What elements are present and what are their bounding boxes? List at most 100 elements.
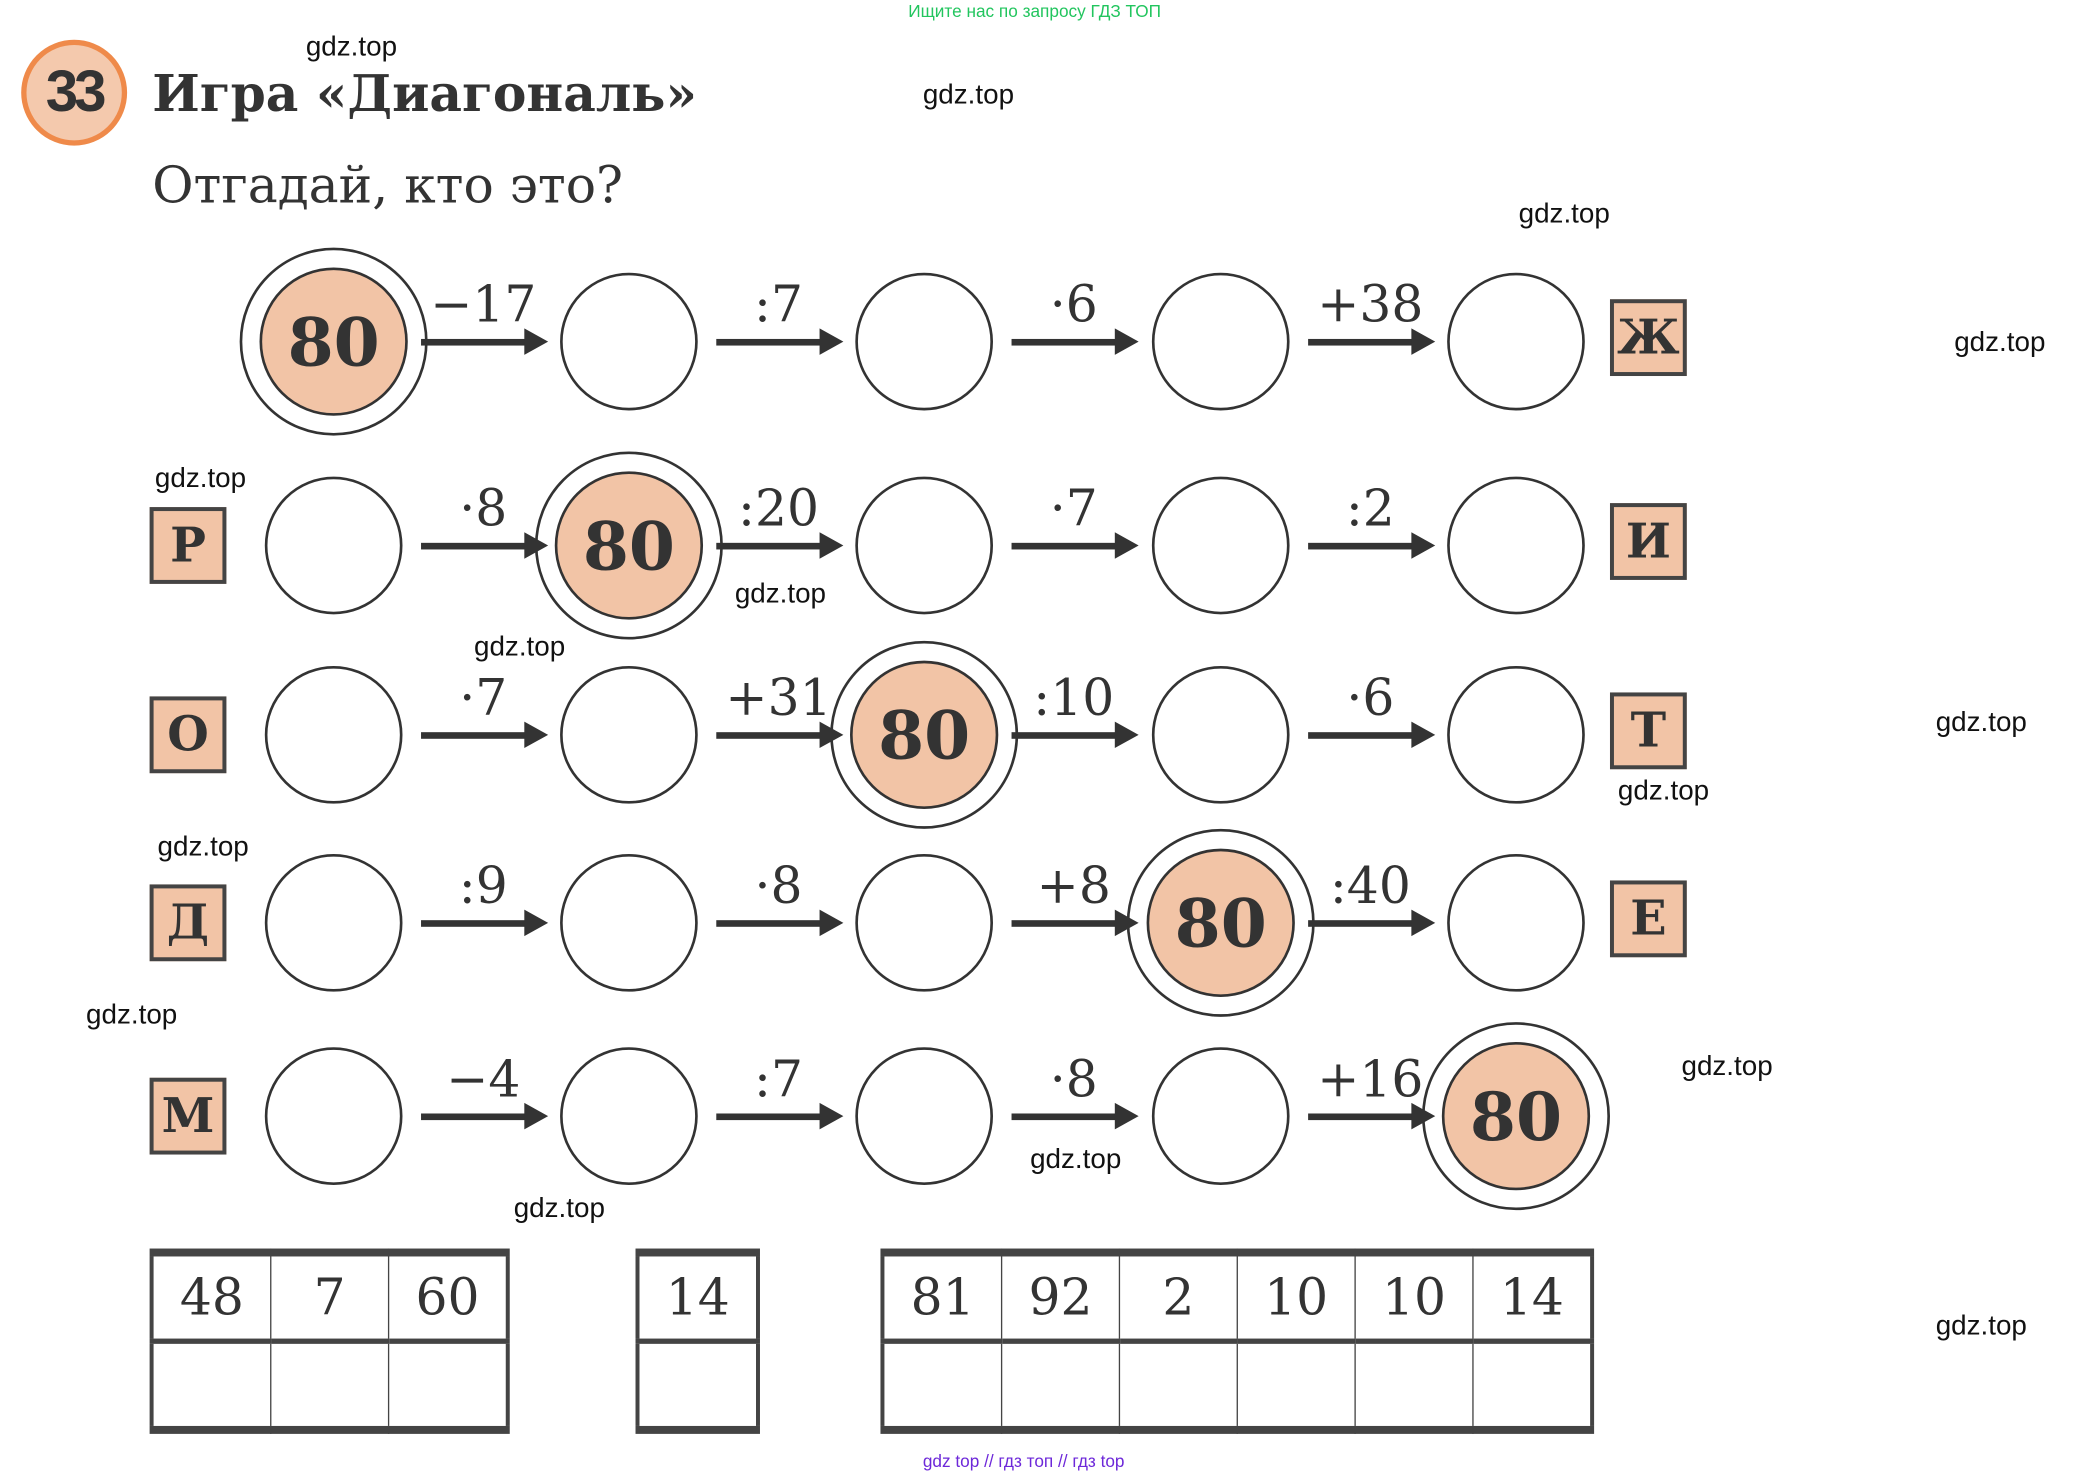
watermark-text: gdz.top (157, 831, 249, 862)
answer-circle[interactable] (1151, 272, 1290, 411)
arrow-head-icon (524, 328, 549, 355)
answer-table-letters-row (150, 1340, 509, 1431)
operation-label: ·7 (459, 668, 508, 727)
letter-box-right: Т (1609, 692, 1687, 770)
arrow-head-icon (1411, 532, 1436, 559)
answer-letter-cell[interactable] (1000, 1340, 1121, 1431)
answer-circle[interactable] (1447, 272, 1585, 411)
answer-value-cell: 10 (1236, 1251, 1356, 1344)
answer-circle[interactable] (560, 853, 698, 992)
answer-value-cell: 92 (1000, 1251, 1121, 1344)
start-circle: 80 (1441, 1041, 1591, 1191)
operation-arrow: :7 (706, 1050, 852, 1156)
arrow-shaft (421, 732, 527, 739)
operation-label: :7 (754, 275, 803, 334)
answer-circle[interactable] (1151, 1047, 1290, 1185)
arrow-head-icon (819, 1102, 844, 1130)
answer-circle[interactable] (560, 1047, 698, 1185)
answer-circle[interactable] (1447, 476, 1585, 615)
letter-box-left: М (149, 1077, 227, 1155)
start-circle: 80 (850, 660, 999, 809)
arrow-head-icon (819, 328, 844, 355)
operation-arrow: ·8 (410, 479, 556, 585)
answer-letter-cell[interactable] (1472, 1340, 1593, 1431)
operation-label: ·8 (1049, 1049, 1098, 1109)
answer-letter-cell[interactable] (636, 1340, 759, 1431)
answer-circle[interactable] (855, 272, 993, 411)
operation-label: :9 (458, 856, 508, 915)
arrow-head-icon (1114, 721, 1139, 749)
answer-letter-cell[interactable] (1354, 1340, 1474, 1431)
operation-arrow: :20 (706, 479, 852, 585)
answer-circle[interactable] (855, 476, 993, 615)
answer-circle[interactable] (1447, 665, 1585, 804)
operation-arrow: :9 (410, 857, 556, 963)
answer-circle[interactable] (264, 476, 403, 615)
answer-circle[interactable] (560, 272, 698, 411)
operation-label: −17 (430, 275, 537, 334)
watermark-text: gdz.top (1954, 327, 2046, 358)
operation-arrow: ·6 (1001, 275, 1147, 381)
answer-circle[interactable] (264, 853, 403, 992)
answer-table-letters-row (881, 1340, 1593, 1431)
operation-label: :40 (1329, 856, 1411, 915)
answer-value-cell: 10 (1354, 1251, 1474, 1344)
watermark-text: gdz.top (154, 463, 247, 494)
arrow-shaft (716, 1113, 823, 1121)
operation-label: +16 (1317, 1049, 1424, 1109)
operation-arrow: +31 (706, 669, 852, 775)
operation-arrow: ·6 (1298, 669, 1444, 775)
operation-label: +38 (1317, 275, 1424, 334)
operation-arrow: :7 (706, 275, 852, 381)
answer-value-cell: 48 (150, 1251, 272, 1344)
answer-letter-cell[interactable] (150, 1340, 272, 1431)
arrow-head-icon (524, 532, 549, 559)
letter-box-right: Ж (1609, 299, 1687, 377)
operation-arrow: ·8 (706, 857, 852, 963)
answer-letter-cell[interactable] (881, 1340, 1003, 1431)
answer-letter-cell[interactable] (1118, 1340, 1238, 1431)
answer-table-letters-row (636, 1340, 759, 1431)
operation-label: ·6 (1346, 668, 1395, 727)
top-search-note: Ищите нас по запросу ГДЗ ТОП (908, 1, 1162, 22)
watermark-text: gdz.top (922, 79, 1015, 110)
arrow-shaft (1011, 338, 1118, 346)
operation-label: ·6 (1049, 275, 1098, 334)
answer-letter-cell[interactable] (387, 1340, 509, 1431)
answer-circle[interactable] (264, 665, 403, 804)
watermark-text: gdz.top (86, 999, 178, 1031)
arrow-shaft (716, 338, 823, 346)
arrow-head-icon (819, 909, 844, 937)
answer-circle[interactable] (264, 1047, 403, 1185)
answer-value-cell: 60 (387, 1251, 509, 1344)
answer-circle[interactable] (855, 853, 993, 992)
watermark-text: gdz.top (473, 631, 566, 662)
answer-circle[interactable] (855, 1047, 993, 1185)
operation-label: :20 (738, 479, 819, 538)
answer-value-cell: 2 (1118, 1251, 1238, 1344)
operation-label: :2 (1345, 479, 1395, 538)
arrow-head-icon (524, 721, 549, 749)
answer-circle[interactable] (1151, 476, 1290, 615)
answer-circle[interactable] (560, 665, 698, 804)
operation-arrow: :40 (1298, 857, 1444, 963)
letter-box-left: Р (149, 507, 227, 584)
answer-circle[interactable] (1447, 853, 1585, 992)
answer-table-values-row: 14 (636, 1251, 759, 1344)
operation-arrow: +38 (1298, 275, 1444, 381)
arrow-shaft (421, 542, 527, 550)
answer-letter-cell[interactable] (1236, 1340, 1356, 1431)
arrow-shaft (1308, 542, 1415, 550)
letter-box-right: Е (1609, 880, 1687, 958)
answer-circle[interactable] (1151, 665, 1290, 804)
arrow-head-icon (1114, 328, 1139, 355)
arrow-head-icon (1114, 1102, 1139, 1130)
operation-label: −4 (446, 1049, 521, 1109)
arrow-shaft (1011, 920, 1118, 927)
answer-letter-cell[interactable] (270, 1340, 390, 1431)
operation-arrow: ·7 (1001, 479, 1147, 585)
arrow-shaft (1308, 732, 1415, 739)
